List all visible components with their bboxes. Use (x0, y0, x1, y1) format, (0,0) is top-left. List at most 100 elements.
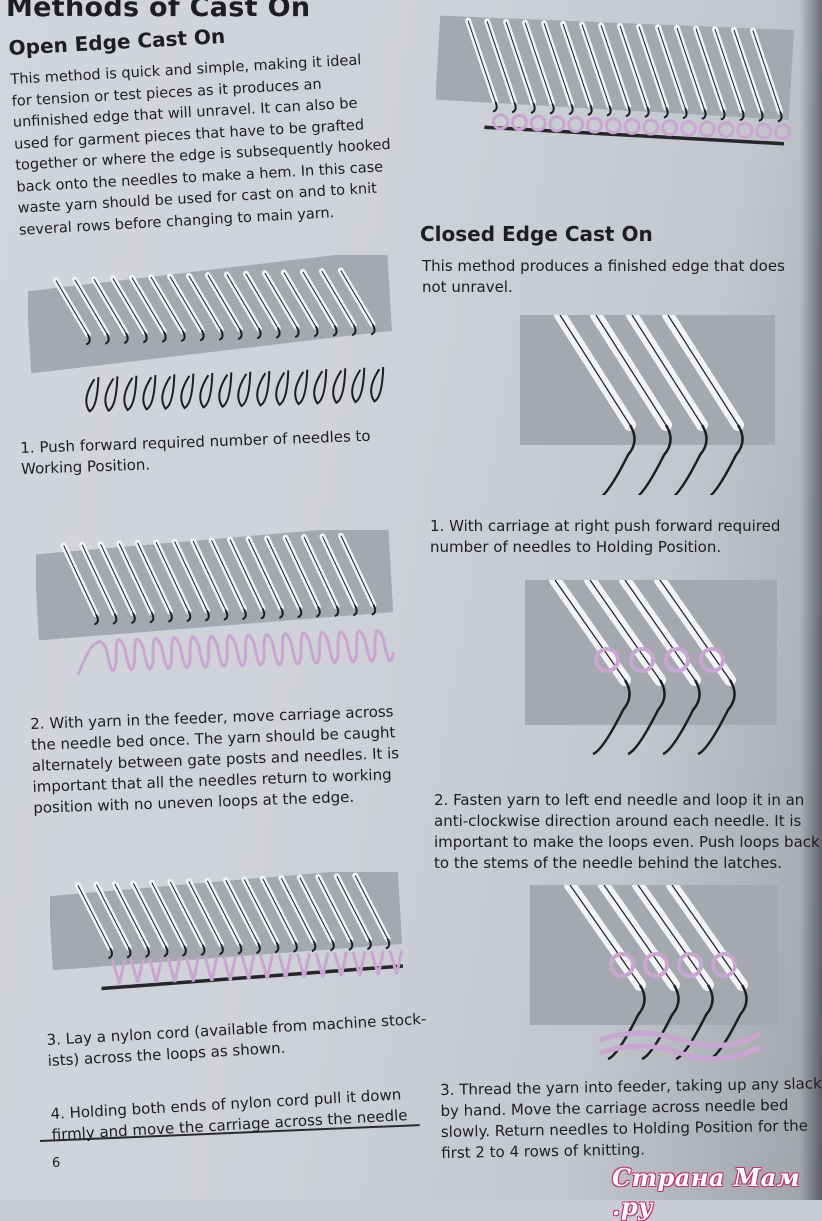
yarn-loop (369, 950, 385, 976)
yarn-loop (332, 951, 348, 977)
yarn-loop (642, 118, 660, 136)
needle (208, 537, 247, 621)
needle (632, 885, 714, 1061)
needle (245, 535, 284, 619)
needle (282, 534, 321, 618)
gate-post (294, 369, 309, 406)
gate-post (332, 368, 347, 405)
closed-edge-step-1: 1. With carriage at right push forward r… (430, 517, 781, 556)
yarn-loop (609, 952, 635, 978)
needle (579, 21, 613, 117)
needle (666, 885, 748, 1061)
yarn-loop (351, 950, 367, 976)
needle (352, 872, 391, 950)
yarn-loop (314, 952, 330, 978)
yarn-loop (240, 954, 256, 980)
closed-edge-step-2: 2. Fasten yarn to left end needle and lo… (434, 791, 820, 872)
needle (259, 875, 299, 953)
open-edge-figure-4 (436, 15, 794, 146)
needle (636, 23, 670, 119)
needle (116, 540, 155, 624)
gate-post (237, 371, 252, 408)
yarn-loop (296, 952, 311, 978)
needle (204, 272, 243, 341)
yarn-loop (222, 955, 237, 981)
open-edge-step-2: 2. With yarn in the feeder, move carriag… (30, 702, 400, 817)
needle (617, 22, 651, 118)
gate-post (104, 376, 119, 412)
yarn-loop (166, 957, 182, 983)
yarn-loop (277, 953, 293, 979)
yarn-loop (679, 119, 697, 137)
gate-post (218, 372, 233, 409)
needle (730, 26, 765, 122)
yarn-loop (259, 954, 274, 980)
closed-edge-figure-2 (525, 580, 777, 756)
needle (90, 276, 129, 345)
needle (166, 273, 205, 342)
fig2-yarn-path (76, 629, 396, 676)
needle (227, 536, 266, 620)
needle (153, 539, 192, 623)
yarn-loop (643, 952, 669, 978)
needle (241, 876, 280, 954)
closed-edge-intro: This method produces a finished edge tha… (422, 257, 785, 296)
needle (318, 268, 357, 337)
needle (673, 24, 708, 120)
yarn-loop (629, 647, 655, 673)
needle (222, 877, 262, 955)
yarn-loop (148, 958, 163, 984)
yarn-loop (711, 952, 737, 978)
yarn-loop (698, 120, 716, 138)
open-edge-step-1: 1. Push forward required number of needl… (20, 426, 371, 478)
yarn-loop (717, 121, 735, 139)
yarn-loop (203, 956, 219, 982)
needle (549, 580, 631, 756)
yarn-loop (492, 113, 510, 131)
page-title: Methods of Cast On (6, 0, 311, 23)
needle (503, 18, 537, 114)
needle (554, 315, 636, 495)
gate-post (256, 371, 271, 407)
needle (465, 17, 499, 113)
gate-post (161, 374, 176, 411)
site-watermark: Страна Мам .ру (612, 1163, 801, 1221)
needle (711, 26, 746, 122)
gate-post (275, 370, 290, 407)
gate-post (123, 375, 138, 412)
yarn-loop (111, 959, 127, 985)
needle (280, 269, 319, 338)
page-number: 6 (52, 1156, 61, 1171)
needle (261, 270, 300, 339)
closed-edge-figure-3 (530, 885, 778, 1062)
fabric-edge (599, 1030, 762, 1049)
needle (167, 879, 206, 956)
open-edge-figure-2 (36, 530, 396, 676)
needle (111, 880, 151, 958)
gate-post (180, 373, 195, 410)
needle (97, 541, 137, 625)
yarn-loop (661, 119, 679, 137)
needle (319, 533, 358, 617)
needle (171, 538, 211, 622)
needle (541, 20, 575, 116)
yarn-loop (755, 122, 773, 140)
needle (296, 874, 336, 952)
needle (130, 880, 169, 958)
needle (134, 539, 174, 623)
needle (128, 274, 167, 343)
open-edge-heading: Open Edge Cast On (8, 23, 226, 60)
needle (692, 25, 727, 121)
needle (71, 276, 110, 345)
needle (147, 274, 186, 343)
needle (662, 315, 744, 495)
yarn-loop (773, 123, 791, 141)
needle (522, 19, 556, 115)
closed-edge-figure-1 (520, 315, 775, 495)
needle (315, 873, 354, 951)
page-gutter-shadow (800, 0, 822, 1200)
needle (598, 22, 632, 118)
needle (560, 20, 594, 116)
needle (60, 542, 100, 626)
fabric-edge (599, 1043, 762, 1062)
